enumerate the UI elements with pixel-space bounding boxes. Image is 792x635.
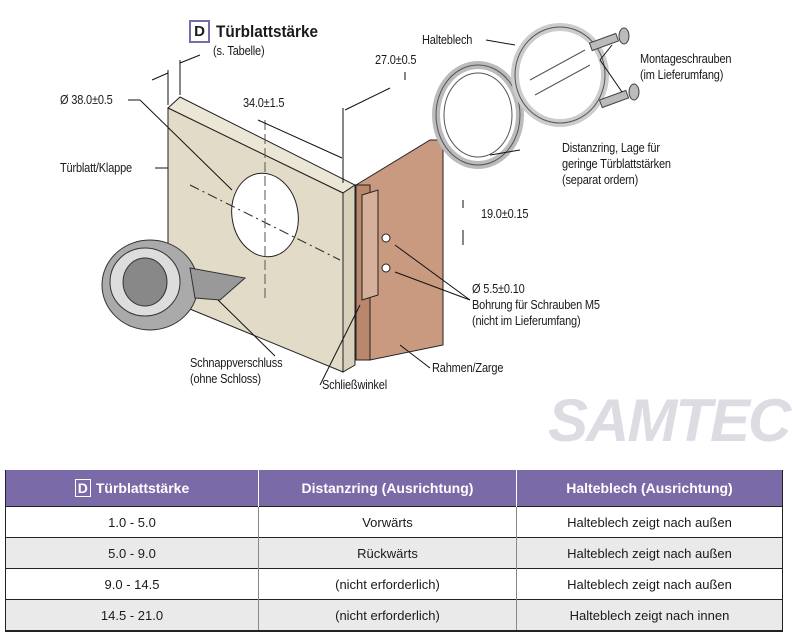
leader-lines [128, 39, 623, 386]
frame [355, 139, 444, 361]
title-text: Türblattstärke [216, 21, 319, 41]
label-dim-27: 27.0±0.5 [375, 53, 417, 67]
label-screws-1: Montageschrauben [640, 52, 732, 66]
mounting-screws [588, 27, 640, 109]
header-label: Türblattstärke [95, 480, 190, 496]
cell: 1.0 - 5.0 [5, 506, 259, 538]
header-plate: Halteblech (Ausrichtung) [516, 470, 783, 507]
label-door: Türblatt/Klappe [60, 161, 132, 175]
label-ring-3: (separat ordern) [562, 173, 639, 187]
label-dim-19: 19.0±0.15 [481, 207, 529, 221]
label-latch-1: Schnappverschluss [190, 356, 283, 370]
cell: (nicht erforderlich) [258, 568, 517, 600]
label-bore-2: Bohrung für Schrauben M5 [472, 298, 600, 312]
cell: Rückwärts [258, 537, 517, 569]
label-bore-1: Ø 5.5±0.10 [472, 282, 525, 296]
thickness-title: D Türblattstärke [189, 20, 329, 43]
cell: Halteblech zeigt nach innen [516, 599, 783, 631]
cell: 9.0 - 14.5 [5, 568, 259, 600]
cell: Halteblech zeigt nach außen [516, 568, 783, 600]
cell: Halteblech zeigt nach außen [516, 537, 783, 569]
label-frame: Rahmen/Zarge [432, 361, 504, 375]
cell: 5.0 - 9.0 [5, 537, 259, 569]
d-badge: D [74, 479, 91, 497]
watermark: SAMTEC [548, 387, 791, 454]
label-dim-34: 34.0±1.5 [243, 96, 285, 110]
title-sub: (s. Tabelle) [213, 44, 265, 58]
label-screws-2: (im Lieferumfang) [640, 68, 724, 82]
header-ring: Distanzring (Ausrichtung) [258, 470, 517, 507]
door-panel [167, 96, 356, 373]
cell: Vorwärts [258, 506, 517, 538]
label-diameter-hole: Ø 38.0±0.5 [60, 93, 113, 107]
label-ring-1: Distanzring, Lage für [562, 141, 660, 155]
table-row: 14.5 - 21.0(nicht erforderlich)Halteblec… [5, 599, 783, 631]
table-row: 9.0 - 14.5(nicht erforderlich)Halteblech… [5, 568, 783, 600]
label-strike: Schließwinkel [322, 378, 387, 392]
d-badge: D [189, 20, 210, 43]
retaining-plate [511, 23, 609, 127]
cell: (nicht erforderlich) [258, 599, 517, 631]
cell: 14.5 - 21.0 [5, 599, 259, 631]
cell: Halteblech zeigt nach außen [516, 506, 783, 538]
distance-ring [432, 61, 524, 169]
label-halteblech: Halteblech [422, 33, 473, 47]
latch-diagram [101, 23, 640, 386]
label-bore-3: (nicht im Lieferumfang) [472, 314, 581, 328]
label-latch-2: (ohne Schloss) [190, 372, 261, 386]
label-ring-2: geringe Türblattstärken [562, 157, 671, 171]
snap-latch [101, 239, 247, 331]
